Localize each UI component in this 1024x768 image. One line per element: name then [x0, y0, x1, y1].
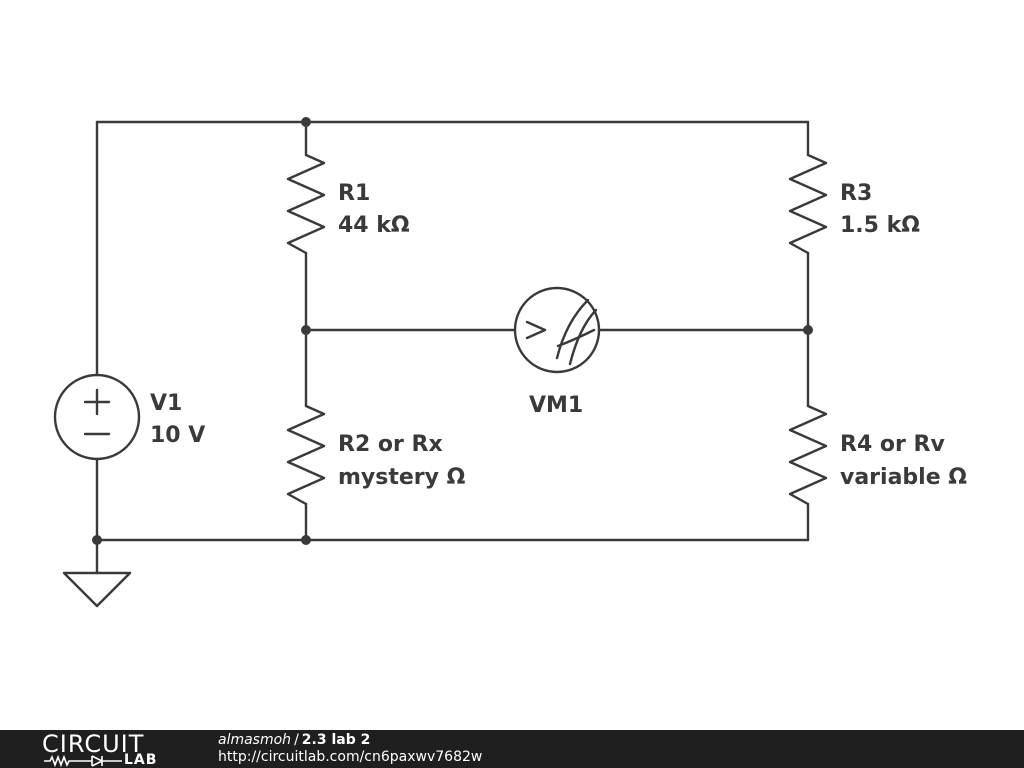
logo-resistor-diode-icon: [44, 754, 122, 768]
voltmeter-icon: [513, 286, 601, 374]
r1-value-label: 44 kΩ: [338, 213, 410, 238]
voltage-source-icon: [53, 373, 141, 461]
junction-dot: [301, 535, 311, 545]
footer-bar: CIRCUIT LAB almasmoh/2.3 lab 2 http://ci…: [0, 730, 1024, 768]
vm1-name-label: VM1: [529, 393, 583, 418]
junction-dot: [92, 535, 102, 545]
r3-value-label: 1.5 kΩ: [840, 213, 920, 238]
title-separator: /: [294, 732, 299, 748]
r3-name-label: R3: [840, 181, 872, 206]
r2-value-label: mystery Ω: [338, 465, 466, 490]
circuit-schematic: V1 10 V R1 44 kΩ R2 or Rx mystery Ω R3 1…: [53, 117, 967, 608]
junction-dot: [301, 117, 311, 127]
circuit-title[interactable]: 2.3 lab 2: [301, 732, 371, 748]
v1-name-label: V1: [150, 391, 182, 416]
logo-text: CIRCUIT: [42, 730, 145, 758]
resistor-icon: [788, 153, 828, 255]
resistor-icon: [286, 153, 326, 255]
resistor-icon: [286, 404, 326, 506]
ground-icon: [62, 571, 132, 608]
author-link[interactable]: almasmoh: [218, 732, 292, 748]
r4-value-label: variable Ω: [840, 465, 967, 490]
circuit-url[interactable]: http://circuitlab.com/cn6paxwv7682w: [218, 749, 483, 765]
wires: [95, 120, 810, 575]
logo-subtext: LAB: [124, 752, 158, 768]
junction-dot: [301, 325, 311, 335]
circuit-info: almasmoh/2.3 lab 2 http://circuitlab.com…: [218, 732, 482, 766]
v1-value-label: 10 V: [150, 423, 205, 448]
r2-name-label: R2 or Rx: [338, 432, 443, 457]
circuitlab-logo[interactable]: CIRCUIT LAB: [42, 730, 177, 768]
resistor-icon: [788, 404, 828, 506]
junction-dots: [92, 117, 813, 545]
r1-name-label: R1: [338, 181, 370, 206]
junction-dot: [803, 325, 813, 335]
r4-name-label: R4 or Rv: [840, 432, 945, 457]
